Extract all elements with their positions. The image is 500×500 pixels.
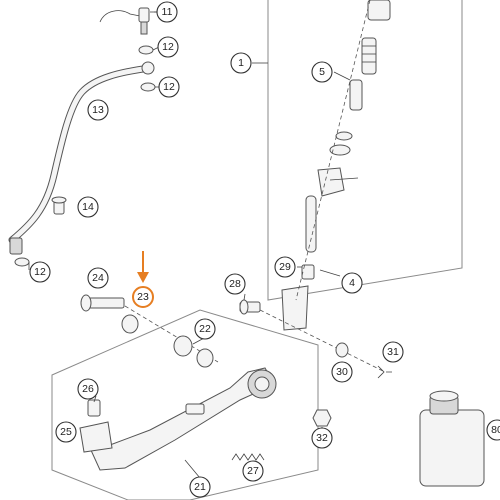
callout-1: 1 <box>230 52 252 74</box>
callout-28: 28 <box>224 273 246 295</box>
svg-text:29: 29 <box>279 261 291 273</box>
washer-30 <box>335 342 349 358</box>
callout-25: 25 <box>55 421 77 443</box>
highlight-arrow <box>137 251 149 283</box>
svg-text:32: 32 <box>316 432 328 444</box>
callout-29: 29 <box>274 256 296 278</box>
callout-22: 22 <box>194 318 216 340</box>
pin-28 <box>239 299 261 315</box>
return-spring <box>231 453 265 461</box>
callout-12: 12 <box>29 261 51 283</box>
svg-text:26: 26 <box>82 383 94 395</box>
callout-12: 12 <box>157 36 179 58</box>
svg-text:24: 24 <box>92 272 104 284</box>
callout-4: 4 <box>341 272 363 294</box>
callout-27: 27 <box>242 460 264 482</box>
brake-pedal-frame <box>51 309 319 500</box>
svg-text:13: 13 <box>92 104 104 116</box>
svg-text:25: 25 <box>60 426 72 438</box>
svg-text:1: 1 <box>238 57 244 69</box>
brake-fluid-bottle <box>419 390 485 487</box>
nut-32 <box>312 409 332 427</box>
washer <box>140 82 156 92</box>
svg-text:21: 21 <box>194 481 206 493</box>
svg-text:5: 5 <box>319 66 325 78</box>
svg-text:80: 80 <box>491 424 500 436</box>
banjo-bolt <box>51 196 67 215</box>
callout-11: 11 <box>156 1 178 23</box>
brake-pedal <box>89 367 277 471</box>
bushing <box>173 335 193 357</box>
washer <box>138 45 154 55</box>
washer-23-part <box>121 314 139 334</box>
callout-23: 23 <box>132 286 154 308</box>
svg-text:12: 12 <box>34 266 46 278</box>
svg-text:22: 22 <box>199 323 211 335</box>
master-cylinder-frame <box>267 0 463 301</box>
svg-text:12: 12 <box>163 81 175 93</box>
pedal-tip <box>79 399 113 453</box>
master-cylinder-parts <box>281 0 391 331</box>
svg-text:27: 27 <box>247 465 259 477</box>
pedal-bolt <box>80 294 125 312</box>
callout-24: 24 <box>87 267 109 289</box>
callout-12: 12 <box>158 76 180 98</box>
brake-hose <box>8 61 155 255</box>
callout-26: 26 <box>77 378 99 400</box>
svg-text:11: 11 <box>162 6 173 18</box>
svg-text:12: 12 <box>162 41 174 53</box>
callout-31: 31 <box>382 341 404 363</box>
washer <box>14 257 30 267</box>
callout-5: 5 <box>311 61 333 83</box>
svg-text:30: 30 <box>336 366 348 378</box>
clip-31 <box>377 365 392 379</box>
svg-text:23: 23 <box>137 291 149 303</box>
bushing <box>196 348 214 368</box>
svg-text:14: 14 <box>82 201 94 213</box>
callout-13: 13 <box>87 99 109 121</box>
svg-text:31: 31 <box>387 346 399 358</box>
callout-30: 30 <box>331 361 353 383</box>
callout-32: 32 <box>311 427 333 449</box>
sensor-cable <box>99 7 158 35</box>
svg-text:28: 28 <box>229 278 241 290</box>
callout-21: 21 <box>189 476 211 498</box>
svg-text:4: 4 <box>349 277 355 289</box>
callout-14: 14 <box>77 196 99 218</box>
callout-80: 80 <box>486 419 500 441</box>
